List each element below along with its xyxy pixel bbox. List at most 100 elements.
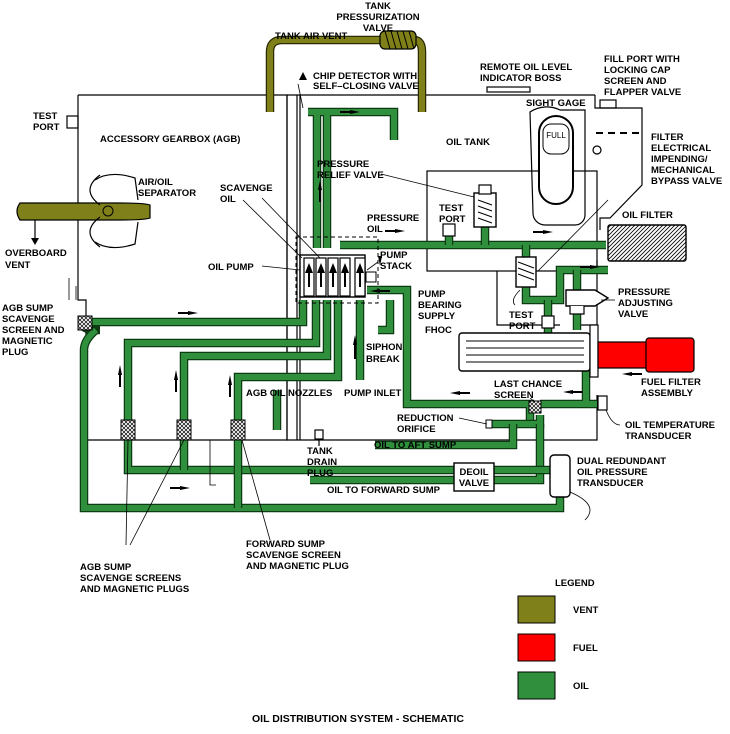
label-agb-sump-3: SCREEN AND (2, 325, 65, 336)
label-tank-drain-3: PLUG (307, 468, 333, 479)
label-air-oil-separator-2: SEPARATOR (138, 188, 196, 199)
label-siphon-break-2: BREAK (366, 354, 400, 365)
legend: LEGEND VENT FUEL OIL (517, 578, 599, 700)
label-last-chance-2: SCREEN (494, 390, 534, 401)
label-pump-inlet: PUMP INLET (344, 388, 402, 399)
label-agb-sump-2: SCAVENGE (2, 314, 55, 325)
label-oil-temp-2: TRANSDUCER (625, 431, 692, 442)
vent-lines (16, 30, 427, 249)
legend-title: LEGEND (555, 578, 595, 589)
label-filter-bypass-5: BYPASS VALVE (651, 176, 722, 187)
label-remote-oil-level-1: REMOTE OIL LEVEL (480, 62, 572, 73)
label-test-port-right-2: PORT (509, 321, 536, 332)
label-forward-sump-1: FORWARD SUMP (246, 539, 326, 550)
label-pressure-oil-1: PRESSURE (367, 213, 419, 224)
label-pump-stack-1: PUMP (380, 250, 408, 261)
label-deoil-1: DEOIL (459, 467, 488, 478)
label-pump-stack-2: STACK (380, 261, 412, 272)
label-dual-redundant-1: DUAL REDUNDANT (577, 456, 666, 467)
label-dual-redundant-3: TRANSDUCER (577, 478, 644, 489)
label-test-port-left-1: TEST (33, 111, 57, 122)
label-pressure-adjusting-1: PRESSURE (618, 287, 670, 298)
label-agb-sump-5: PLUG (2, 347, 28, 358)
dual-redundant-transducer (549, 454, 591, 521)
label-scavenge-oil-1: SCAVENGE (220, 183, 273, 194)
label-chip-detector-1: CHIP DETECTOR WITH (313, 71, 417, 82)
label-reduction-orifice-2: ORIFICE (397, 424, 436, 435)
label-test-port-mid-1: TEST (439, 203, 463, 214)
label-tank-pressurization-2: PRESSURIZATION (336, 12, 419, 23)
label-oil-tank: OIL TANK (446, 137, 490, 148)
label-agb-sump-screens-1: AGB SUMP (80, 562, 132, 573)
label-fill-port-3: SCREEN AND (604, 76, 667, 87)
label-tank-drain-1: TANK (307, 446, 333, 457)
diagram-title: OIL DISTRIBUTION SYSTEM - SCHEMATIC (252, 713, 464, 725)
label-pressure-oil-2: OIL (367, 224, 383, 235)
label-siphon-break-1: SIPHON (366, 342, 403, 353)
label-chip-detector-2: SELF–CLOSING VALVE (313, 81, 419, 92)
mid-test-port (442, 223, 456, 237)
label-filter-bypass-3: IMPENDING/ (651, 154, 708, 165)
label-filter-bypass-2: ELECTRICAL (651, 143, 711, 154)
label-pump-bearing-1: PUMP (418, 289, 446, 300)
label-sight-gage: SIGHT GAGE (526, 98, 586, 109)
label-agb-oil-nozzles: AGB OIL NOZZLES (246, 388, 332, 399)
sight-gage-full-text: FULL (546, 131, 566, 140)
label-pressure-adjusting-3: VALVE (618, 309, 648, 320)
label-test-port-right-1: TEST (509, 310, 533, 321)
legend-label-fuel: FUEL (573, 643, 598, 654)
label-tank-drain-2: DRAIN (307, 457, 337, 468)
pump-stack (295, 236, 379, 304)
flow-arrows (118, 72, 642, 490)
legend-swatch-vent (517, 595, 556, 624)
pressure-relief-valve (473, 184, 497, 228)
label-scavenge-oil-2: OIL (220, 194, 236, 205)
label-fhoc: FHOC (425, 325, 452, 336)
label-pump-bearing-2: BEARING (418, 300, 462, 311)
label-deoil-2: VALVE (459, 478, 489, 489)
label-pressure-adjusting-2: ADJUSTING (618, 298, 673, 309)
label-accessory-gearbox: ACCESSORY GEARBOX (AGB) (100, 134, 240, 145)
label-agb-sump-1: AGB SUMP (2, 303, 54, 314)
label-oil-pump: OIL PUMP (208, 262, 254, 273)
fuel-filter-assembly (597, 337, 695, 373)
label-filter-bypass-1: FILTER (651, 132, 684, 143)
label-oil-to-aft-sump: OIL TO AFT SUMP (374, 440, 457, 451)
label-fuel-filter-2: ASSEMBLY (641, 388, 694, 399)
label-reduction-orifice-1: REDUCTION (397, 413, 454, 424)
legend-swatch-oil (517, 671, 556, 700)
sight-gage: FULL (529, 106, 586, 226)
agb-sump-screens (77, 315, 246, 441)
label-filter-bypass-4: MECHANICAL (651, 165, 715, 176)
label-oil-filter: OIL FILTER (622, 210, 673, 221)
label-agb-sump-screens-2: SCAVENGE SCREENS (80, 573, 181, 584)
oil-lines (79, 107, 608, 513)
deoil-valve (453, 462, 495, 492)
label-oil-to-forward-sump: OIL TO FORWARD SUMP (327, 485, 441, 496)
legend-swatch-fuel (517, 633, 556, 662)
label-agb-sump-4: MAGNETIC (2, 336, 53, 347)
right-test-port (541, 315, 555, 329)
last-chance-screen (528, 400, 542, 414)
label-tank-pressurization-3: VALVE (363, 23, 393, 34)
label-dual-redundant-2: OIL PRESSURE (577, 467, 648, 478)
filter-bypass-valve (512, 256, 537, 306)
label-fill-port-1: FILL PORT WITH (604, 54, 680, 65)
label-oil-temp-1: OIL TEMPERATURE (625, 420, 715, 431)
oil-temperature-transducer (597, 395, 608, 411)
label-fill-port-4: FLAPPER VALVE (604, 87, 681, 98)
oil-filter (607, 224, 687, 262)
label-forward-sump-2: SCAVENGE SCREEN (246, 550, 341, 561)
pressure-adjusting-valve (565, 289, 610, 315)
label-remote-oil-level-2: INDICATOR BOSS (480, 73, 561, 84)
label-agb-sump-screens-3: AND MAGNETIC PLUGS (80, 584, 189, 595)
label-fill-port-2: LOCKING CAP (604, 65, 671, 76)
label-last-chance-1: LAST CHANCE (494, 379, 562, 390)
label-test-port-mid-2: PORT (439, 214, 466, 225)
legend-label-oil: OIL (573, 681, 589, 692)
leader-lines (68, 83, 621, 546)
label-pump-bearing-3: SUPPLY (418, 311, 456, 322)
legend-label-vent: VENT (573, 605, 599, 616)
